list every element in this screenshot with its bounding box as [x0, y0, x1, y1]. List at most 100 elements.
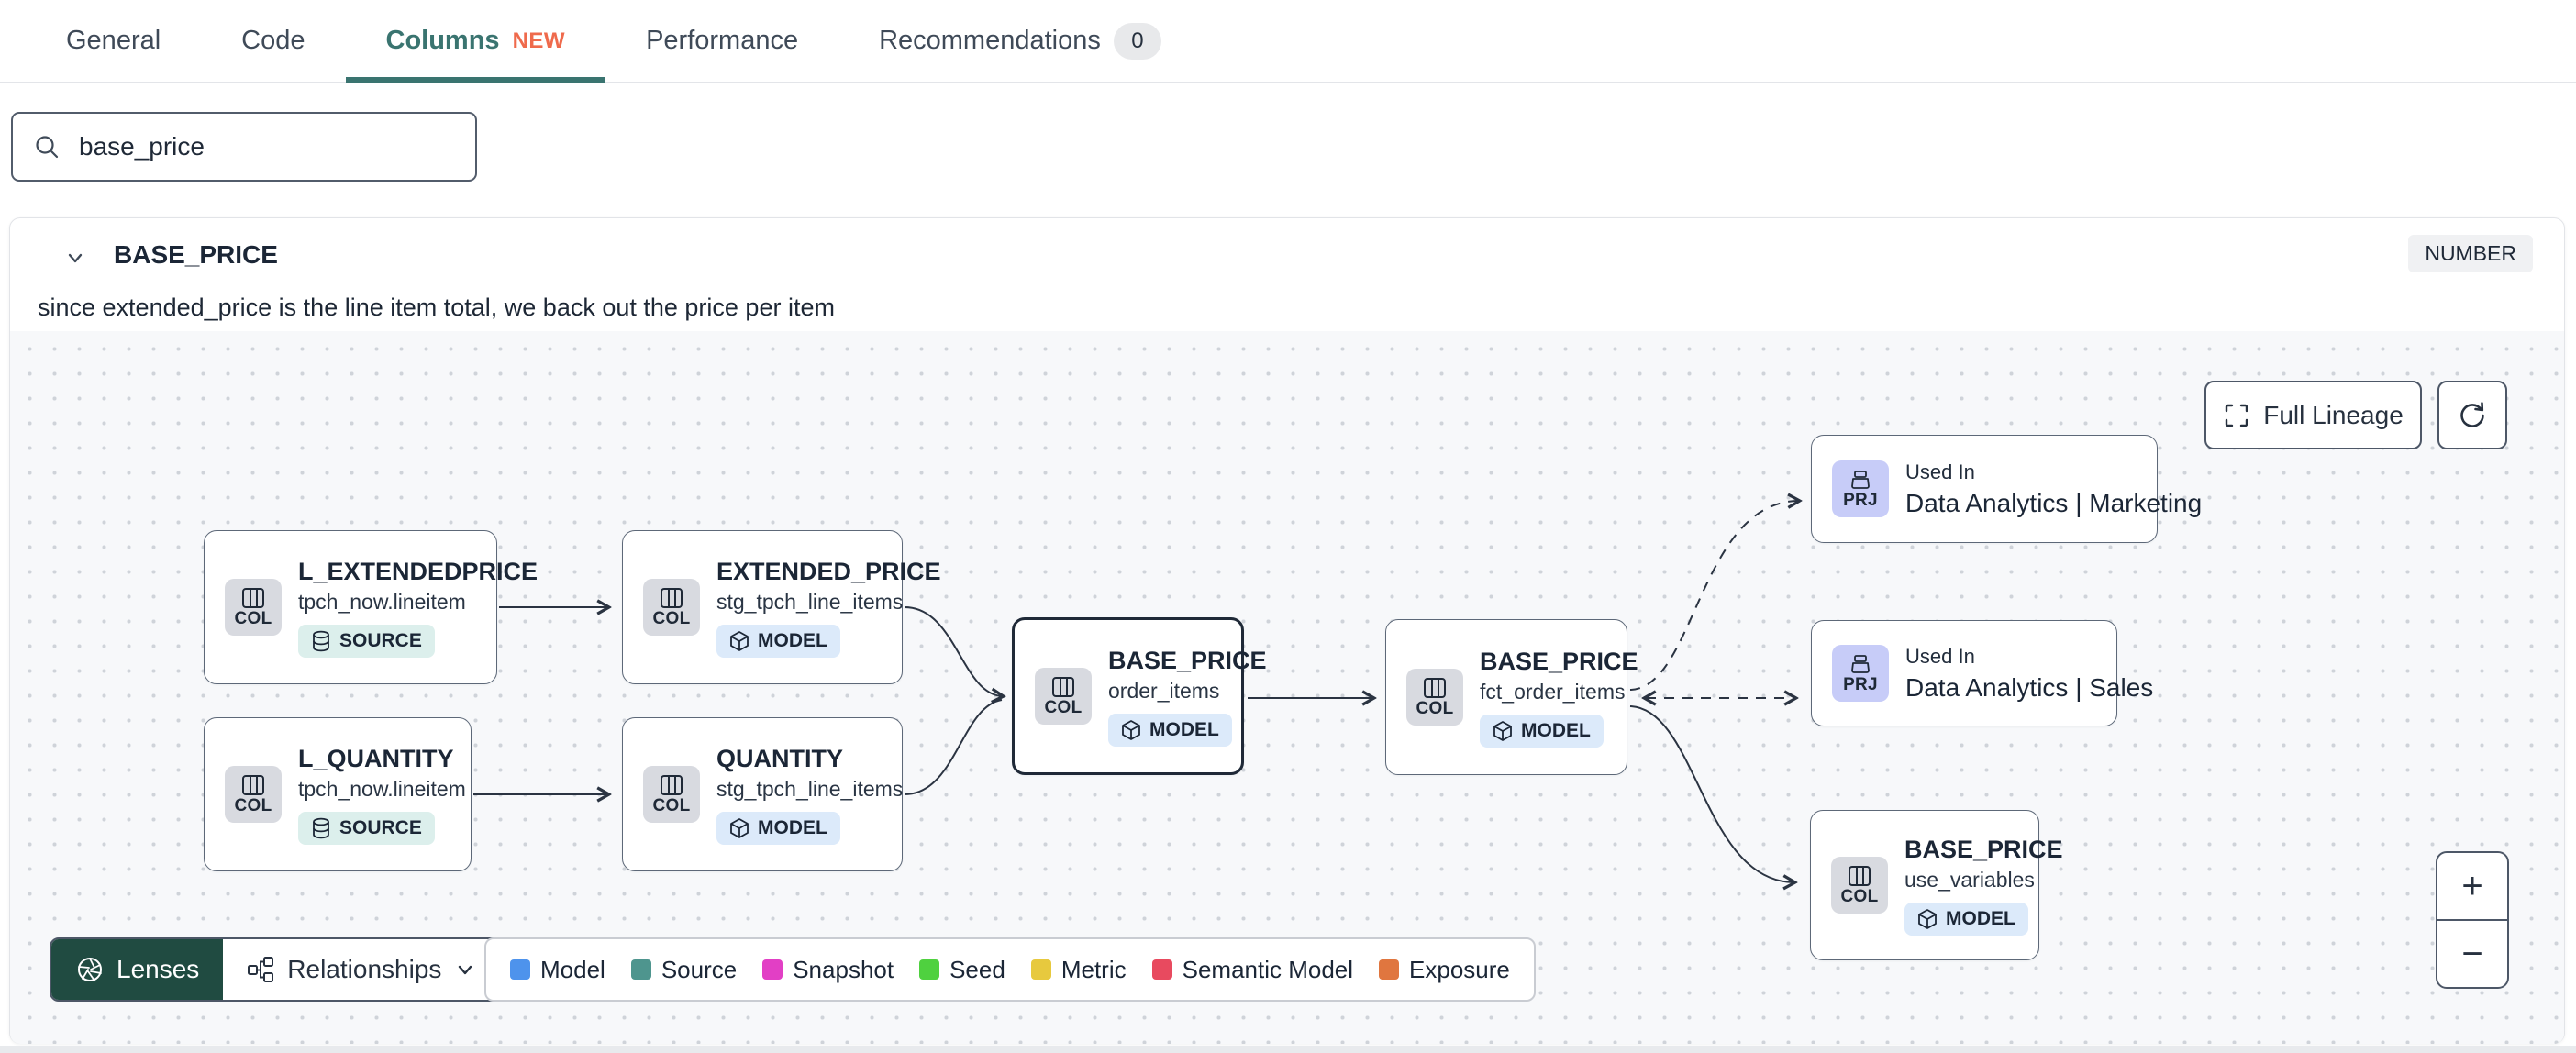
tab-label: Performance: [646, 26, 799, 55]
legend-item: Seed: [919, 956, 1005, 984]
column-type-badge: NUMBER: [2408, 235, 2533, 272]
resource-type-badge: MODEL: [1904, 902, 2028, 936]
tab-label: Columns: [385, 26, 500, 55]
legend-swatch: [510, 959, 530, 980]
node-title: BASE_PRICE: [1480, 647, 1638, 675]
resource-type-badge: MODEL: [1480, 714, 1604, 748]
lineage-node-extended-price[interactable]: COL EXTENDED_PRICE stg_tpch_line_items M…: [622, 530, 941, 684]
column-chip: COL: [1406, 669, 1463, 726]
node-title: BASE_PRICE: [1904, 835, 2063, 863]
tab-label: Recommendations: [879, 26, 1101, 55]
expand-icon: [2226, 404, 2248, 427]
node-subtitle: stg_tpch_line_items: [716, 589, 904, 614]
column-chip: COL: [1831, 857, 1888, 914]
lineage-node-base-price-fct-order-items[interactable]: COL BASE_PRICE fct_order_items MODEL: [1385, 619, 1638, 775]
tab-recommendations[interactable]: Recommendations 0: [838, 0, 1202, 82]
lineage-node-quantity[interactable]: COL QUANTITY stg_tpch_line_items MODEL: [622, 717, 903, 871]
tab-performance[interactable]: Performance: [605, 0, 838, 82]
recommendations-count-badge: 0: [1113, 22, 1161, 60]
legend-item: Exposure: [1379, 956, 1510, 984]
column-chip: COL: [1035, 668, 1092, 725]
node-subtitle: tpch_now.lineitem: [298, 589, 466, 614]
tab-columns[interactable]: Columns NEW: [345, 0, 606, 83]
lineage-node-l-quantity[interactable]: COL L_QUANTITY tpch_now.lineitem SOURCE: [204, 717, 472, 871]
node-subtitle: fct_order_items: [1480, 679, 1626, 704]
tab-bar: General Code Columns NEW Performance Rec…: [0, 0, 2576, 83]
tab-label: Code: [241, 26, 305, 55]
full-lineage-button[interactable]: Full Lineage: [2204, 381, 2422, 449]
search-input[interactable]: [77, 131, 455, 162]
zoom-control: + −: [2436, 851, 2509, 989]
database-icon: [313, 817, 329, 838]
search-icon: [33, 133, 61, 161]
legend-swatch: [762, 959, 783, 980]
collapse-chevron-icon[interactable]: [63, 246, 87, 270]
legend-item: Source: [630, 956, 737, 984]
refresh-icon: [2460, 401, 2484, 427]
project-chip: PRJ: [1832, 460, 1889, 517]
lineage-node-used-in-marketing[interactable]: PRJ Used In Data Analytics | Marketing: [1811, 435, 2202, 543]
column-name: BASE_PRICE: [114, 240, 278, 269]
resource-type-badge: MODEL: [716, 811, 840, 845]
cube-icon: [1918, 908, 1937, 929]
zoom-in-button[interactable]: +: [2437, 853, 2507, 921]
column-chip: COL: [643, 766, 700, 823]
lineage-node-l-extendedprice[interactable]: COL L_EXTENDEDPRICE tpch_now.lineitem SO…: [204, 530, 538, 684]
resource-type-badge: MODEL: [716, 624, 840, 658]
table-columns-icon: [1424, 678, 1446, 698]
column-chip: COL: [643, 579, 700, 636]
lineage-node-base-price-order-items[interactable]: COL BASE_PRICE order_items MODEL: [1012, 617, 1267, 775]
project-chip: PRJ: [1832, 645, 1889, 702]
table-columns-icon: [242, 775, 264, 795]
relationships-dropdown[interactable]: Relationships: [223, 939, 500, 1000]
node-title: L_EXTENDEDPRICE: [298, 557, 539, 585]
node-title: EXTENDED_PRICE: [716, 557, 941, 585]
lenses-control: Lenses Relationships: [50, 937, 503, 1002]
resource-legend: Model Source Snapshot Seed Metric Semant…: [484, 937, 1536, 1002]
chevron-down-icon: [459, 965, 472, 975]
database-icon: [313, 630, 329, 651]
tab-general[interactable]: General: [26, 0, 201, 82]
resource-type-badge: MODEL: [1108, 713, 1232, 747]
table-columns-icon: [661, 588, 683, 608]
page-bottom-edge: [0, 1046, 2576, 1053]
column-search: [11, 112, 477, 182]
node-subtitle: tpch_now.lineitem: [298, 776, 466, 801]
legend-swatch: [1379, 959, 1400, 980]
resource-type-badge: SOURCE: [298, 624, 435, 658]
legend-swatch: [1030, 959, 1051, 980]
node-kicker: Used In: [1905, 644, 1975, 668]
node-subtitle: stg_tpch_line_items: [716, 776, 904, 801]
tab-code[interactable]: Code: [201, 0, 345, 82]
zoom-out-button[interactable]: −: [2461, 933, 2483, 974]
column-chip: COL: [225, 579, 282, 636]
column-card: BASE_PRICE NUMBER since extended_price i…: [9, 217, 2565, 1044]
legend-item: Metric: [1030, 956, 1127, 984]
lineage-node-used-in-sales[interactable]: PRJ Used In Data Analytics | Sales: [1811, 620, 2153, 726]
legend-item: Semantic Model: [1151, 956, 1353, 984]
column-chip: COL: [225, 766, 282, 823]
node-title: BASE_PRICE: [1108, 646, 1267, 674]
lenses-button[interactable]: Lenses: [51, 939, 224, 1000]
tab-label: General: [66, 26, 161, 55]
node-title: Data Analytics | Marketing: [1905, 488, 2203, 517]
table-columns-icon: [1849, 866, 1871, 886]
lineage-canvas[interactable]: [10, 331, 2564, 1044]
legend-item: Model: [510, 956, 605, 984]
refresh-button[interactable]: [2437, 381, 2507, 449]
new-badge: NEW: [512, 28, 566, 53]
table-columns-icon: [242, 588, 264, 608]
table-columns-icon: [661, 775, 683, 795]
table-columns-icon: [1052, 677, 1074, 697]
node-subtitle: use_variables: [1904, 867, 2035, 892]
lineage-node-base-price-use-variables[interactable]: COL BASE_PRICE use_variables MODEL: [1810, 810, 2063, 960]
node-kicker: Used In: [1905, 460, 1975, 483]
column-card-header: BASE_PRICE NUMBER: [10, 218, 2564, 290]
node-title: L_QUANTITY: [298, 744, 454, 772]
legend-swatch: [630, 959, 651, 980]
archive-box-icon: [1851, 655, 1870, 673]
archive-box-icon: [1851, 471, 1870, 489]
schema-relationships-icon: [248, 957, 274, 982]
legend-swatch: [1151, 959, 1172, 980]
